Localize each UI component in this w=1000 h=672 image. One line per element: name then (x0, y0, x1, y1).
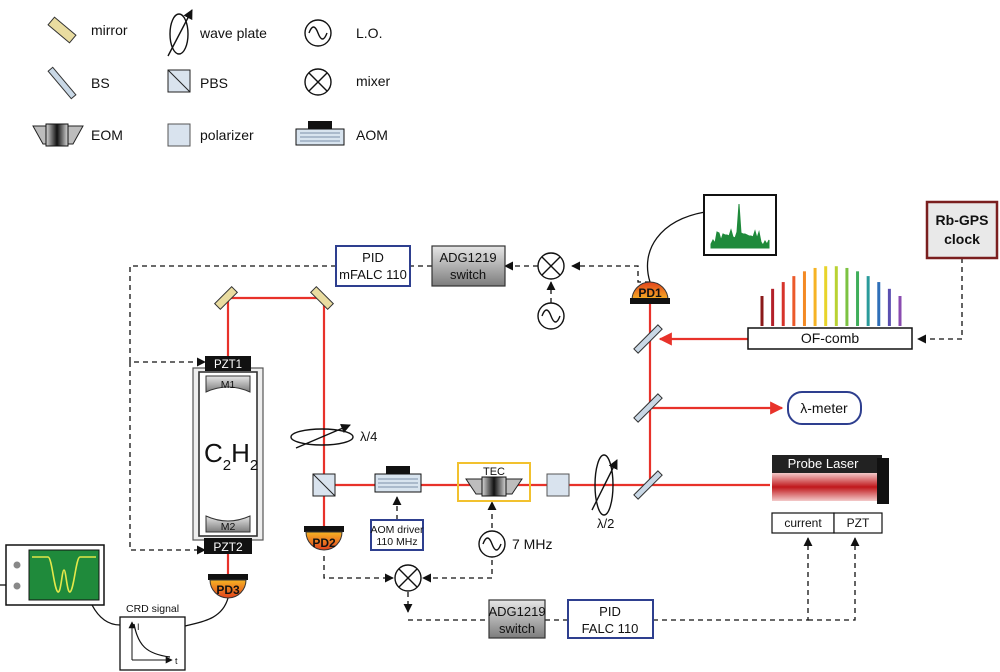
cavity: M1 M2 PZT1 PZT2 C2H2 (192, 356, 264, 554)
legend-eom-icon (32, 123, 84, 147)
adg-top-box: ADG1219 switch (431, 245, 506, 287)
legend-polarizer-icon (167, 123, 191, 147)
legend-bs-icon (47, 66, 77, 100)
laser-current-label: current (784, 516, 822, 530)
legend-aom-label: AOM (356, 127, 388, 143)
tec-label: TEC (483, 466, 505, 478)
pd1-label: PD1 (638, 286, 662, 300)
quarter-wave-label: λ/4 (360, 429, 377, 444)
legend-mirror-label: mirror (91, 22, 128, 38)
pid-top-box: PID mFALC 110 (335, 245, 411, 287)
probe-laser-label: Probe Laser (788, 456, 859, 471)
legend-bs-label: BS (91, 75, 110, 91)
quarter-wave-plate: λ/4 (290, 423, 377, 449)
axis-t-label: t (175, 656, 178, 666)
legend-mixer-icon (304, 68, 332, 96)
legend-aom-icon (295, 121, 345, 146)
crd-scope-wire (91, 604, 121, 626)
polarizer (546, 473, 570, 497)
lambda-meter: λ-meter (787, 391, 862, 425)
pzt1-label: PZT1 (214, 359, 242, 371)
mixer-bottom (394, 564, 422, 592)
pid-bottom-box: PID FALC 110 (567, 599, 654, 639)
pd3-label: PD3 (216, 583, 240, 597)
legend-eom-label: EOM (91, 127, 123, 143)
pid-top-label-1: PID (362, 250, 384, 265)
mirror-top-right (309, 285, 335, 311)
gas-formula: C2H2 (204, 438, 258, 474)
ofcomb-label: OF-comb (801, 330, 860, 346)
laser-pzt-label: PZT (847, 516, 870, 530)
lambda-meter-label: λ-meter (800, 400, 848, 416)
mirror-m1-label: M1 (221, 379, 236, 391)
comb-spectrum (760, 266, 902, 326)
legend-pbs-icon (167, 69, 191, 93)
pd2-label: PD2 (312, 536, 336, 550)
pd3-crd-wire (184, 597, 229, 627)
legend-mirror-icon (47, 16, 77, 44)
half-wave-plate: λ/2 (591, 454, 618, 531)
legend-lo-label: L.O. (356, 25, 382, 41)
legend-lo-icon (304, 19, 332, 47)
freq-7mhz-label: 7 MHz (512, 536, 552, 552)
half-wave-label: λ/2 (597, 516, 614, 531)
pid-bottom-label-2: FALC 110 (582, 621, 639, 636)
legend-wave-plate-label: wave plate (199, 25, 267, 41)
rbgps-label-1: Rb-GPS (936, 212, 989, 228)
pd2-detector: PD2 (304, 526, 344, 551)
oscilloscope-cavity (5, 544, 105, 606)
rbgps-clock-box: Rb-GPS clock (925, 200, 999, 260)
adg-bottom-label-2: switch (499, 621, 535, 636)
pd1-detector: PD1 (630, 281, 670, 304)
lo-top (537, 302, 565, 330)
pid-top-label-2: mFALC 110 (339, 267, 407, 282)
beatnote-trace (710, 203, 770, 249)
adg-top-label-2: switch (450, 267, 486, 282)
adg-top-label-1: ADG1219 (439, 250, 496, 265)
legend-pbs-label: PBS (200, 75, 228, 91)
mirror-top-left (213, 285, 239, 311)
legend-wave-plate-icon (167, 9, 193, 57)
aom-driver-label-1: AOM driver (370, 524, 424, 536)
signal-lines (129, 258, 963, 621)
legend-mixer-label: mixer (356, 73, 391, 89)
axis-i-label: I (137, 622, 140, 632)
pd1-scope-wire (646, 211, 706, 283)
legend-polarizer-label: polarizer (200, 127, 254, 143)
beam-splitter-middle (633, 393, 663, 423)
beam-splitter-upper (633, 324, 663, 354)
legend: mirror BS EOM wave plate PBS polarizer L (32, 9, 391, 147)
probe-laser: Probe Laser current PZT (771, 455, 889, 534)
pzt2-label: PZT2 (213, 540, 243, 554)
beam-splitter-lower (633, 470, 663, 500)
aom (374, 466, 422, 493)
ofcomb-box: OF-comb (747, 327, 913, 350)
crd-signal-panel: CRD signal I t (119, 603, 186, 671)
decay-curve (133, 623, 171, 658)
pd3-detector: PD3 (208, 574, 248, 599)
oscilloscope-beatnote (703, 194, 777, 256)
pid-bottom-label-1: PID (599, 604, 621, 619)
adg-bottom-box: ADG1219 switch (488, 599, 546, 639)
crd-signal-label: CRD signal (126, 603, 179, 615)
aom-driver-label-2: 110 MHz (376, 536, 417, 548)
mixer-top (537, 252, 565, 280)
mirror-m2-label: M2 (221, 521, 236, 533)
pbs (312, 473, 336, 497)
adg-bottom-label-1: ADG1219 (488, 604, 545, 619)
aom-driver-box: AOM driver 110 MHz (370, 519, 424, 551)
transmission-trace (32, 556, 96, 593)
rbgps-label-2: clock (944, 231, 980, 247)
lo-7mhz: 7 MHz (478, 530, 552, 558)
eom-tec: TEC (457, 462, 531, 502)
